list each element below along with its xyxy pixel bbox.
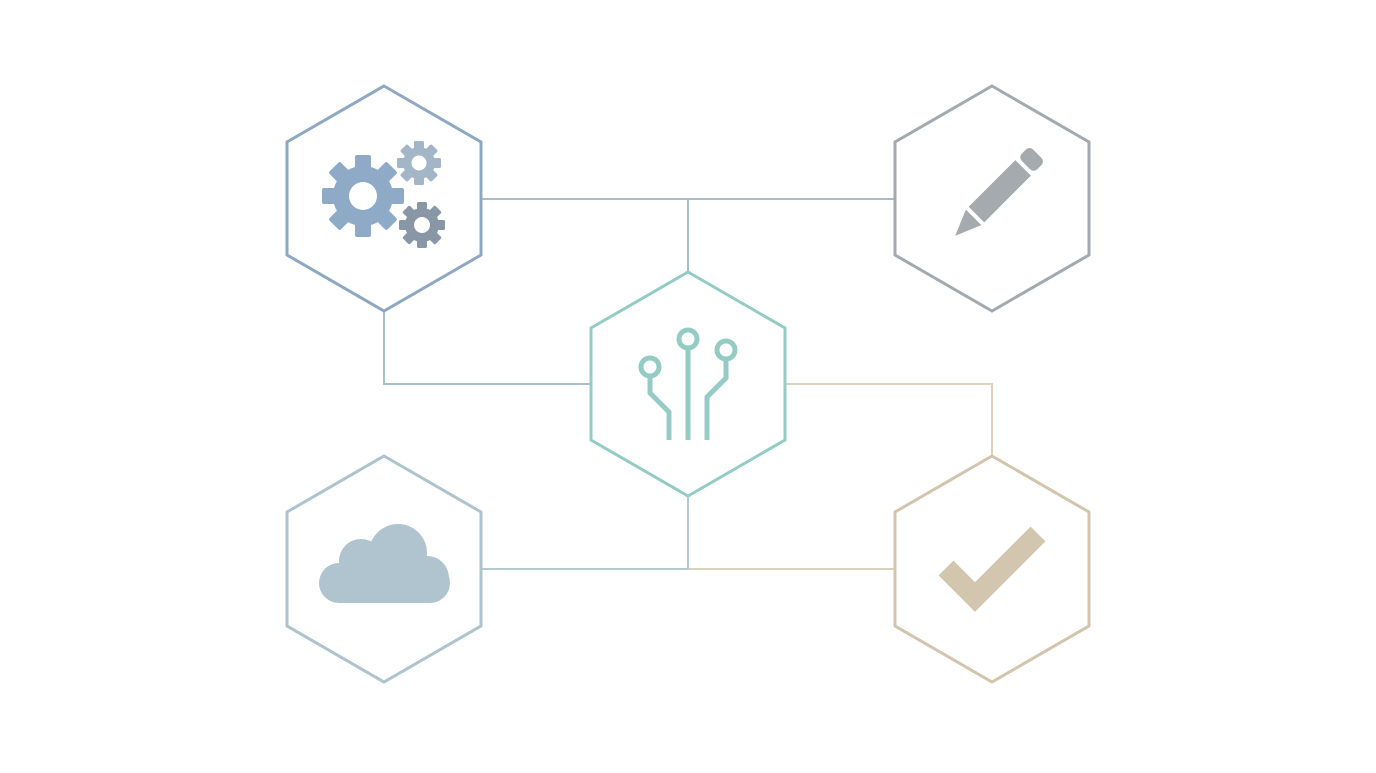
connector-lines	[383, 198, 993, 570]
hex-cloud	[285, 454, 483, 684]
circuit-icon	[638, 327, 738, 440]
node-gears	[285, 84, 483, 313]
node-circuit	[589, 270, 787, 498]
hex-pencil	[893, 84, 1091, 313]
connector-circuit-check	[785, 383, 993, 457]
pencil-icon	[955, 148, 1043, 236]
hex-circuit	[589, 270, 787, 498]
hex-gears	[285, 84, 483, 313]
cloud-icon	[319, 524, 450, 603]
node-cloud	[285, 454, 483, 684]
node-pencil	[893, 84, 1091, 313]
node-check	[893, 454, 1091, 684]
connector-gears-circuit	[383, 311, 591, 385]
gears-icon	[322, 141, 445, 248]
hex-check	[893, 454, 1091, 684]
checkmark-icon	[938, 526, 1046, 612]
